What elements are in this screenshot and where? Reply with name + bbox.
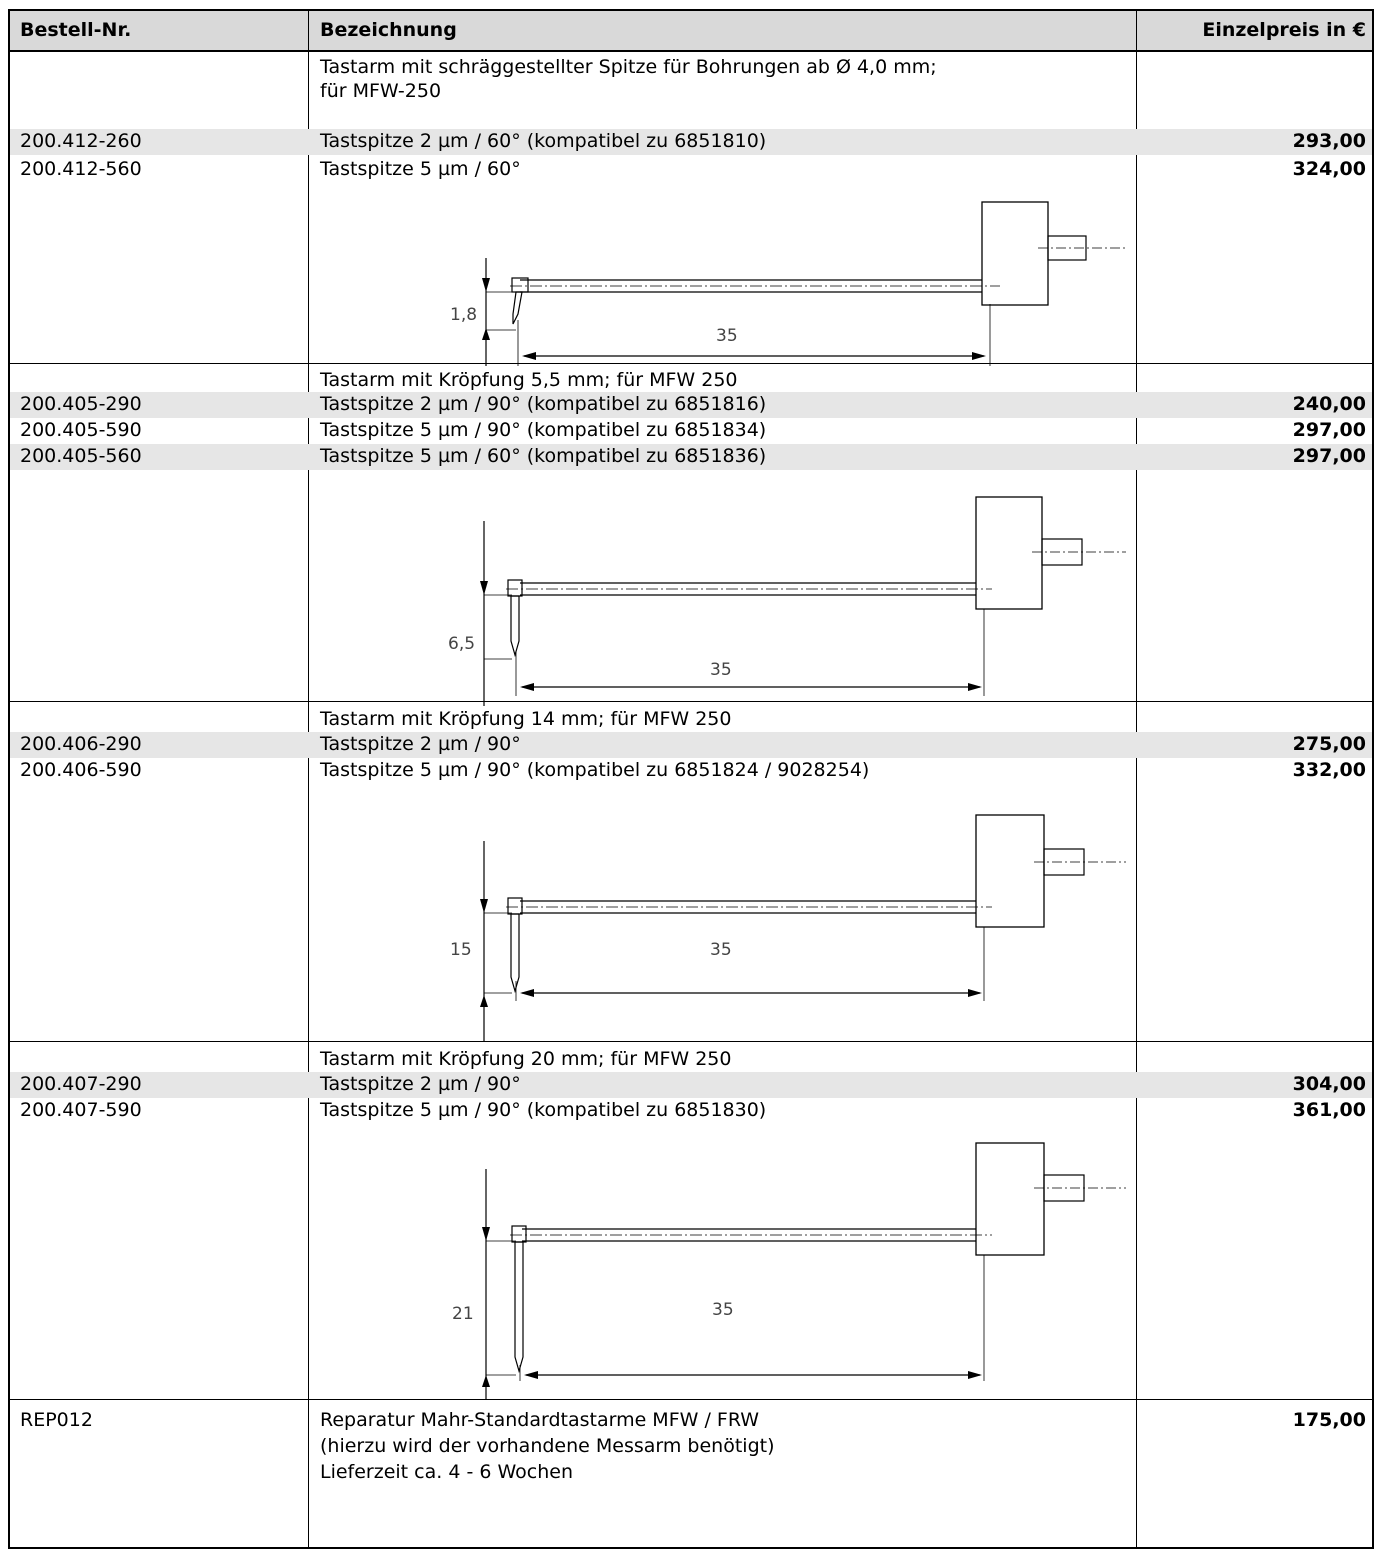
item-description: Tastspitze 2 µm / 90° bbox=[320, 733, 521, 755]
column-divider bbox=[1136, 11, 1137, 1547]
column-divider bbox=[308, 11, 309, 1547]
section-title: Tastarm mit Kröpfung 20 mm; für MFW 250 bbox=[320, 1048, 732, 1070]
item-price: 332,00 bbox=[1292, 759, 1366, 781]
section-divider bbox=[10, 701, 1372, 702]
header-divider bbox=[10, 50, 1372, 52]
table-row: 200.405-290 Tastspitze 2 µm / 90° (kompa… bbox=[10, 391, 1372, 417]
item-description: Tastspitze 5 µm / 90° (kompatibel zu 685… bbox=[320, 1099, 767, 1121]
item-price: 240,00 bbox=[1292, 393, 1366, 415]
table-row: 200.412-560 Tastspitze 5 µm / 60° 324,00 bbox=[10, 156, 1372, 182]
order-number: 200.407-590 bbox=[20, 1099, 142, 1121]
price-table: Bestell-Nr. Bezeichnung Einzelpreis in €… bbox=[8, 9, 1374, 1549]
offset-dimension-label: 15 bbox=[450, 940, 472, 960]
length-dimension-label: 35 bbox=[716, 326, 738, 346]
probe-arm-drawing: 6,5 35 bbox=[448, 496, 1126, 706]
item-price: 297,00 bbox=[1292, 419, 1366, 441]
table-row: 200.405-590 Tastspitze 5 µm / 90° (kompa… bbox=[10, 417, 1372, 443]
item-price: 324,00 bbox=[1292, 158, 1366, 180]
header-order-number: Bestell-Nr. bbox=[20, 19, 132, 41]
header-unit-price: Einzelpreis in € bbox=[1202, 19, 1366, 41]
order-number: REP012 bbox=[20, 1409, 93, 1431]
section-title-cont: für MFW-250 bbox=[320, 80, 442, 102]
item-description: Tastspitze 5 µm / 90° (kompatibel zu 685… bbox=[320, 419, 767, 441]
offset-dimension-label: 6,5 bbox=[448, 634, 475, 654]
row-highlight bbox=[10, 129, 1372, 155]
length-dimension-label: 35 bbox=[712, 1300, 734, 1320]
section-divider bbox=[10, 1399, 1372, 1400]
repair-note: (hierzu wird der vorhandene Messarm benö… bbox=[320, 1435, 775, 1457]
order-number: 200.407-290 bbox=[20, 1073, 142, 1095]
offset-dimension-label: 21 bbox=[452, 1304, 474, 1324]
item-price: 175,00 bbox=[1292, 1409, 1366, 1431]
item-description: Tastspitze 5 µm / 90° (kompatibel zu 685… bbox=[320, 759, 870, 781]
table-row: 200.405-560 Tastspitze 5 µm / 60° (kompa… bbox=[10, 443, 1372, 469]
table-header bbox=[10, 11, 1372, 50]
item-price: 304,00 bbox=[1292, 1073, 1366, 1095]
section-divider bbox=[10, 363, 1372, 364]
order-number: 200.405-290 bbox=[20, 393, 142, 415]
row-highlight bbox=[10, 392, 1372, 418]
section-title: Tastarm mit schräggestellter Spitze für … bbox=[320, 56, 937, 78]
probe-arm-drawing: 1,8 35 bbox=[450, 201, 1126, 366]
row-highlight bbox=[10, 444, 1372, 470]
order-number: 200.406-290 bbox=[20, 733, 142, 755]
header-description: Bezeichnung bbox=[320, 19, 457, 41]
table-row: 200.407-290 Tastspitze 2 µm / 90° 304,00 bbox=[10, 1071, 1372, 1097]
repair-description: Reparatur Mahr-Standardtastarme MFW / FR… bbox=[320, 1409, 760, 1431]
probe-arm-drawing: 21 35 bbox=[452, 1142, 1126, 1399]
order-number: 200.405-590 bbox=[20, 419, 142, 441]
length-dimension-label: 35 bbox=[710, 660, 732, 680]
item-description: Tastspitze 5 µm / 60° (kompatibel zu 685… bbox=[320, 445, 767, 467]
length-dimension-label: 35 bbox=[710, 940, 732, 960]
item-description: Tastspitze 2 µm / 90° (kompatibel zu 685… bbox=[320, 393, 767, 415]
section-title: Tastarm mit Kröpfung 14 mm; für MFW 250 bbox=[320, 708, 732, 730]
section-divider bbox=[10, 1041, 1372, 1042]
repair-delivery-time: Lieferzeit ca. 4 - 6 Wochen bbox=[320, 1461, 574, 1483]
table-row: 200.407-590 Tastspitze 5 µm / 90° (kompa… bbox=[10, 1097, 1372, 1123]
order-number: 200.412-260 bbox=[20, 130, 142, 152]
item-price: 293,00 bbox=[1292, 130, 1366, 152]
item-description: Tastspitze 5 µm / 60° bbox=[320, 158, 521, 180]
row-highlight bbox=[10, 732, 1372, 758]
item-price: 297,00 bbox=[1292, 445, 1366, 467]
probe-arm-drawing: 15 35 bbox=[450, 814, 1126, 1041]
order-number: 200.405-560 bbox=[20, 445, 142, 467]
table-row: 200.412-260 Tastspitze 2 µm / 60° (kompa… bbox=[10, 128, 1372, 154]
item-price: 275,00 bbox=[1292, 733, 1366, 755]
item-description: Tastspitze 2 µm / 90° bbox=[320, 1073, 521, 1095]
order-number: 200.406-590 bbox=[20, 759, 142, 781]
item-description: Tastspitze 2 µm / 60° (kompatibel zu 685… bbox=[320, 130, 767, 152]
order-number: 200.412-560 bbox=[20, 158, 142, 180]
section-title: Tastarm mit Kröpfung 5,5 mm; für MFW 250 bbox=[320, 369, 738, 391]
offset-dimension-label: 1,8 bbox=[450, 305, 477, 325]
repair-row: REP012 Reparatur Mahr-Standardtastarme M… bbox=[10, 1407, 1372, 1433]
table-row: 200.406-290 Tastspitze 2 µm / 90° 275,00 bbox=[10, 731, 1372, 757]
row-highlight bbox=[10, 1072, 1372, 1098]
table-row: 200.406-590 Tastspitze 5 µm / 90° (kompa… bbox=[10, 757, 1372, 783]
item-price: 361,00 bbox=[1292, 1099, 1366, 1121]
